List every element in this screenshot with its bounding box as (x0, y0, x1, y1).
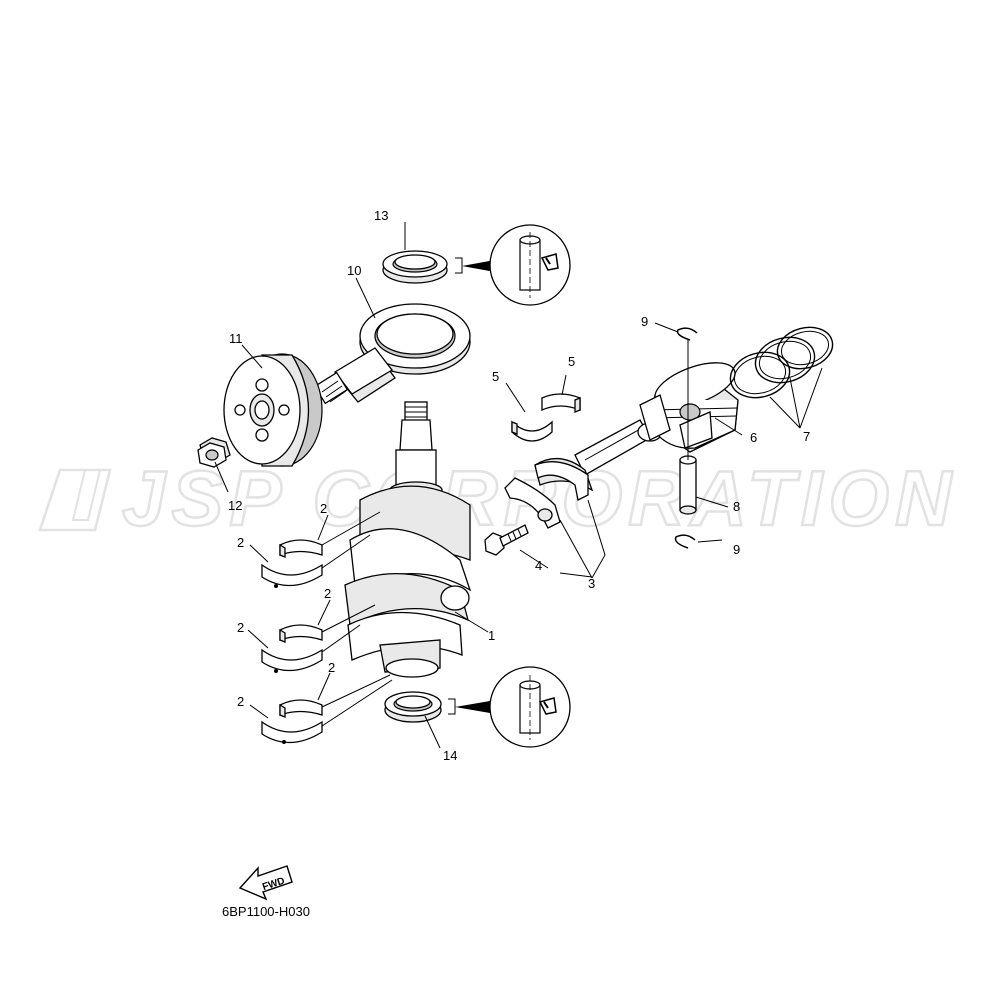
callout-2c: 2 (324, 586, 331, 601)
callouts: 1 2 2 2 2 2 2 3 4 5 5 6 7 8 9 9 10 11 12… (228, 208, 810, 763)
callout-10: 10 (347, 263, 361, 278)
circlip-9-top (676, 327, 698, 341)
oil-seal-14 (384, 691, 442, 723)
callout-6: 6 (750, 430, 757, 445)
callout-4: 4 (535, 558, 542, 573)
callout-12: 12 (228, 498, 242, 513)
bearing-set-middle (261, 624, 323, 673)
piston-6 (639, 362, 739, 453)
callout-3: 3 (588, 576, 595, 591)
callout-13: 13 (374, 208, 388, 223)
callout-5b: 5 (568, 354, 575, 369)
callout-2e: 2 (328, 660, 335, 675)
oil-seal-13 (382, 250, 448, 284)
coupling-10 (313, 303, 471, 405)
callout-2b: 2 (237, 535, 244, 550)
nut-12 (197, 437, 231, 468)
circlip-9-bottom (674, 534, 696, 549)
detail-circle-bottom (489, 666, 571, 748)
callout-9a: 9 (641, 314, 648, 329)
piston-pin-8 (679, 455, 697, 515)
callout-2f: 2 (237, 694, 244, 709)
watermark: JSP CORPORATION (38, 453, 953, 543)
crankshaft-1 (344, 401, 472, 678)
rod-bearing-5 (511, 393, 581, 442)
connecting-rod-3 (504, 419, 663, 529)
callout-1: 1 (488, 628, 495, 643)
callout-2a: 2 (320, 501, 327, 516)
callout-9b: 9 (733, 542, 740, 557)
callout-8: 8 (733, 499, 740, 514)
part-code: 6BP1100-H030 (222, 904, 310, 919)
bearing-set-bottom (261, 699, 323, 744)
callout-5a: 5 (492, 369, 499, 384)
callout-14: 14 (443, 748, 457, 763)
bearing-set-top (261, 539, 323, 588)
callout-2d: 2 (237, 620, 244, 635)
bolt-4 (484, 524, 529, 556)
fwd-arrow-icon: FWD (238, 865, 293, 901)
piston-rings-7 (729, 326, 834, 399)
callout-11: 11 (229, 331, 243, 346)
leader-lines (214, 222, 823, 749)
detail-circle-top (489, 224, 571, 306)
flywheel-11 (223, 353, 323, 467)
callout-7: 7 (803, 429, 810, 444)
